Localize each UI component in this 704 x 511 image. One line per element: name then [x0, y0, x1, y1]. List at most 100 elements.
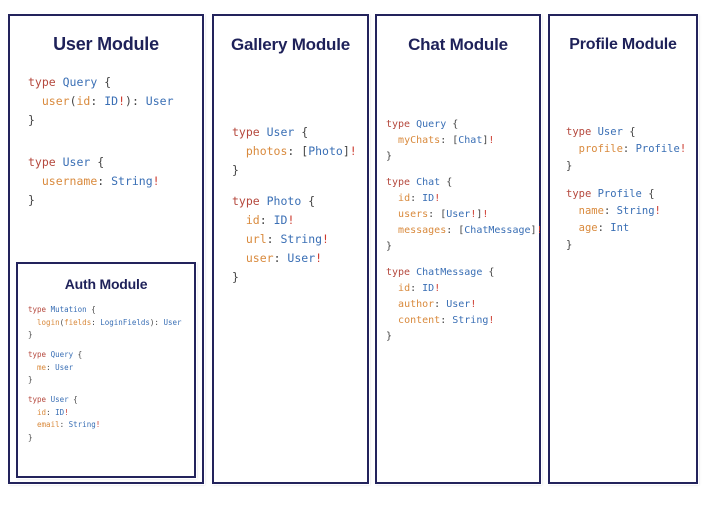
code-token: } [232, 269, 239, 284]
code-line [28, 130, 202, 142]
code-token: Query [62, 75, 98, 89]
code-line: type Mutation { [28, 304, 194, 317]
panel-auth-module[interactable]: Auth Module type Mutation { login(fields… [16, 262, 196, 478]
code-token [386, 135, 398, 146]
code-token: } [28, 330, 33, 339]
code-token: Photo [266, 193, 302, 208]
code-token: String [280, 231, 323, 246]
code-line: } [28, 432, 194, 445]
panel-user-module[interactable]: User Module type Query { user(id: ID!): … [8, 14, 204, 484]
code-token: ): [125, 94, 146, 108]
code-token: ChatMessage [464, 225, 531, 236]
code-token: type [28, 305, 51, 314]
code-token: ID [55, 407, 65, 417]
code-line [28, 142, 202, 154]
code-token: ! [434, 283, 441, 294]
code-line: id: ID! [386, 191, 539, 207]
code-token: } [232, 163, 239, 177]
code-token: Mutation [50, 305, 87, 314]
code-token: name [578, 204, 604, 217]
code-block-profile-module: type User { profile: Profile!} type Prof… [566, 124, 696, 254]
code-token: Chat [416, 177, 441, 188]
code-token: ! [118, 94, 126, 108]
code-token: User [266, 125, 295, 139]
code-token [28, 318, 37, 327]
code-token [232, 251, 246, 265]
code-token: { [68, 395, 78, 404]
code-line: } [566, 237, 696, 254]
code-line: myChats: [Chat]! [386, 133, 539, 149]
code-token: type [386, 177, 417, 188]
code-token: email [37, 420, 60, 429]
panel-chat-module[interactable]: Chat Module type Query { myChats: [Chat]… [375, 14, 543, 484]
code-line: id: ID! [28, 407, 194, 420]
code-line [566, 175, 696, 186]
code-line [232, 180, 367, 192]
code-line: } [28, 374, 194, 387]
code-block-chat-module: type Query { myChats: [Chat]!} type Chat… [386, 117, 543, 345]
code-line: } [386, 149, 539, 165]
code-token: ! [536, 225, 543, 236]
code-line: type Query { [28, 73, 202, 92]
code-block-user-module: type Query { user(id: ID!): User} type U… [28, 73, 202, 210]
code-token: Photo [308, 144, 343, 158]
code-line: username: String! [28, 172, 202, 191]
code-token: User [446, 299, 471, 310]
panel-title-gallery-module: Gallery Module [230, 35, 351, 54]
code-token: String [616, 204, 655, 217]
code-line: content: String! [386, 313, 539, 329]
code-line: profile: Profile! [566, 141, 696, 158]
code-token [386, 283, 398, 294]
panel-gallery-module[interactable]: Gallery Module type User { photos: [Phot… [212, 14, 369, 484]
code-token: String [68, 420, 96, 429]
code-token: type [232, 125, 267, 139]
code-token: : [46, 407, 56, 417]
code-token: user [41, 94, 70, 108]
code-line: type Photo { [232, 192, 367, 211]
code-token [566, 222, 579, 234]
code-token: } [386, 151, 393, 162]
code-token: : [440, 315, 453, 326]
code-token: ! [679, 143, 687, 155]
code-token: User [163, 317, 182, 327]
code-line: me: User [28, 362, 194, 375]
code-token: Profile [635, 143, 680, 155]
code-token: } [566, 160, 573, 172]
panel-profile-module[interactable]: Profile Module type User { profile: Prof… [548, 14, 698, 484]
code-token [566, 143, 579, 155]
code-token [232, 232, 246, 246]
code-token: String [452, 315, 489, 326]
code-line: } [28, 111, 202, 130]
code-block-auth-module: type Mutation { login(fields: LoginField… [28, 304, 194, 444]
code-token: } [386, 331, 393, 342]
code-line: user(id: ID!): User [28, 92, 202, 111]
code-token: : [266, 231, 281, 246]
code-token: : [91, 317, 101, 327]
code-line: login(fields: LoginFields): User [28, 317, 194, 330]
code-token: ! [349, 144, 357, 158]
code-token [28, 94, 42, 108]
code-token: ): [149, 317, 164, 327]
code-token: type [28, 75, 63, 89]
code-token: ] [482, 135, 489, 146]
code-token: : [ [440, 135, 459, 146]
code-token: { [86, 305, 96, 314]
code-token: fields [64, 317, 92, 327]
code-token: username [41, 174, 98, 188]
code-token: ! [95, 420, 101, 429]
code-token: type [566, 187, 598, 200]
code-block-gallery-module: type User { photos: [Photo]!} type Photo… [232, 123, 367, 287]
code-line [386, 165, 539, 175]
code-line: type User { [566, 124, 696, 141]
code-token: ! [470, 299, 477, 310]
code-token: Profile [597, 187, 642, 200]
code-token: photos [245, 144, 288, 158]
code-token: } [386, 241, 393, 252]
code-line: name: String! [566, 203, 696, 220]
code-token: me [37, 362, 47, 372]
code-line [28, 387, 194, 395]
panel-title-profile-module: Profile Module [569, 36, 677, 53]
code-token: User [55, 362, 74, 372]
code-token: type [28, 350, 51, 359]
code-token: ID [422, 283, 435, 294]
